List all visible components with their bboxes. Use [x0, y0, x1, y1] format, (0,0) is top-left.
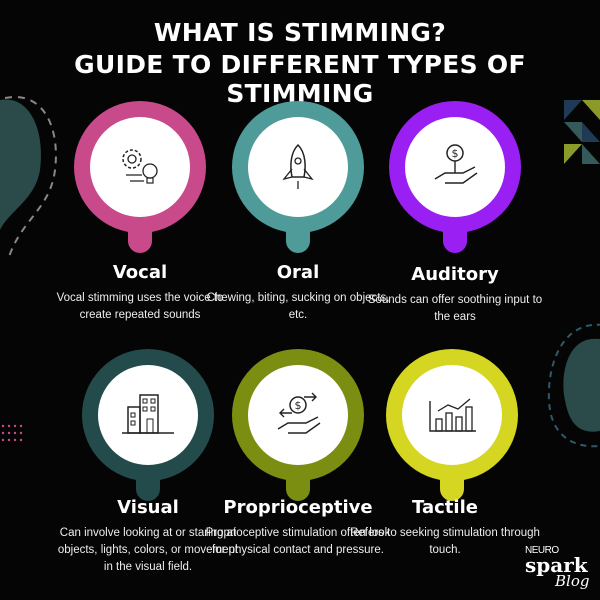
dot-grid-decoration	[1, 424, 23, 442]
card-title: Oral	[276, 262, 320, 283]
svg-text:$: $	[452, 147, 459, 160]
triangle-pattern-decoration	[564, 100, 600, 164]
pin-oral	[228, 95, 368, 295]
rocket-icon	[282, 143, 314, 189]
neurospark-logo: NEURO spark Blog	[525, 545, 590, 590]
pin-auditory: $	[385, 95, 525, 295]
right-blob-decoration	[547, 324, 600, 448]
card-title: Tactile	[412, 497, 478, 518]
card-description: Chewing, biting, sucking on objects, etc…	[206, 292, 390, 321]
pin-visual	[78, 343, 218, 543]
card-description: Proprioceptive stimulation often look fo…	[205, 527, 391, 556]
card-title: Auditory	[411, 264, 499, 285]
card-title: Proprioceptive	[223, 497, 373, 518]
title-line-1: WHAT IS STIMMING?	[153, 18, 447, 47]
hand-money-exchange-icon: $	[277, 392, 321, 434]
card-description: Can involve looking at or staring at obj…	[57, 527, 239, 573]
svg-text:$: $	[295, 399, 302, 412]
pin-tactile	[382, 343, 522, 543]
hand-coin-plant-icon: $	[434, 144, 478, 184]
card-description: Vocal stimming uses the voice to create …	[56, 292, 224, 321]
card-description: Refers to seeking stimulation through to…	[350, 527, 540, 556]
card-title: Visual	[117, 497, 179, 518]
gear-lightbulb-icon	[122, 149, 158, 184]
pin-vocal	[70, 95, 210, 295]
pin-proprioceptive: $	[228, 343, 368, 543]
title-line-2: GUIDE TO DIFFERENT TYPES OF STIMMING	[74, 50, 526, 108]
building-icon	[122, 394, 174, 434]
bar-line-chart-icon	[429, 398, 476, 432]
left-blob-decoration	[0, 95, 57, 261]
card-description: Sounds can offer soothing input to the e…	[367, 294, 543, 323]
card-title: Vocal	[112, 262, 168, 283]
